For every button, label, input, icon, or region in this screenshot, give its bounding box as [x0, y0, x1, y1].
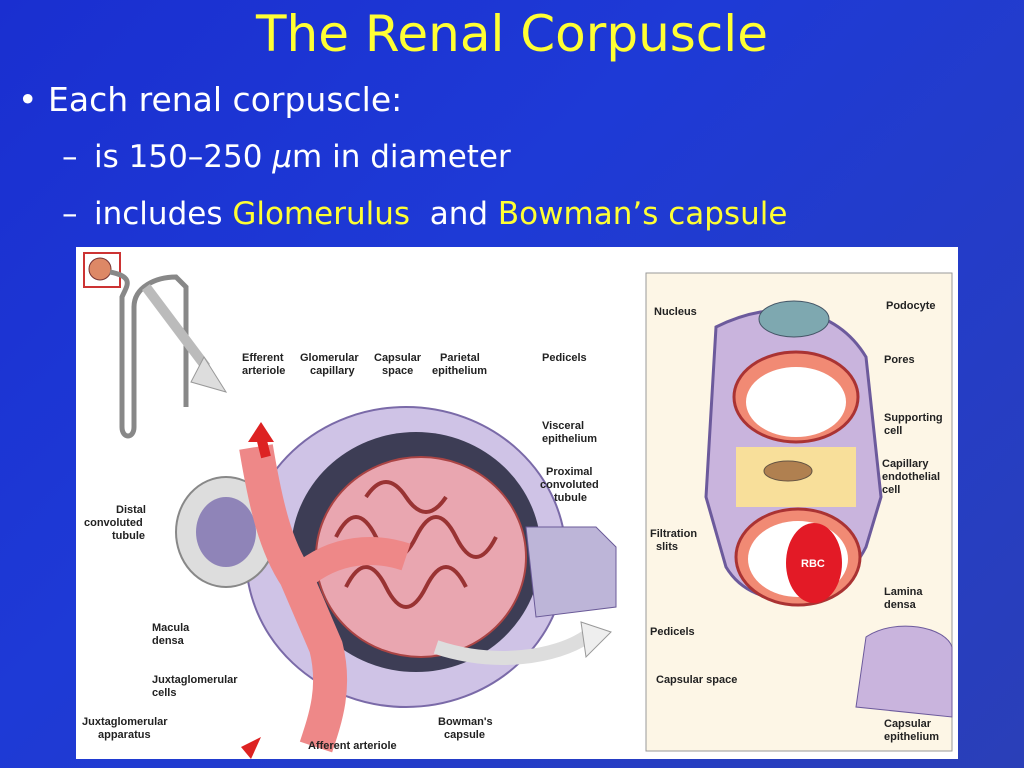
- label-juxta-cells-2: cells: [152, 687, 176, 699]
- label-distal-2: convoluted: [84, 517, 143, 529]
- arterioles-drawing: [239, 422, 411, 759]
- slide-title: The Renal Corpuscle: [256, 5, 768, 63]
- label-macula-1: Macula: [152, 622, 190, 634]
- nephron-thumbnail: [83, 252, 228, 439]
- label-capsular-epi-1: Capsular: [884, 718, 932, 730]
- label-macula-2: densa: [152, 635, 185, 647]
- label-parietal-1: Parietal: [440, 352, 480, 364]
- sub-bullet-includes: –includes Glomerulus and Bowman’s capsul…: [62, 194, 787, 234]
- label-pores: Pores: [884, 354, 915, 366]
- label-capillary-3: cell: [882, 484, 900, 496]
- label-supporting-1: Supporting: [884, 412, 943, 424]
- label-proximal-1: Proximal: [546, 466, 592, 478]
- filtration-membrane-drawing: [704, 300, 953, 718]
- label-lamina-2: densa: [884, 599, 917, 611]
- label-bowman-2: capsule: [444, 729, 485, 741]
- label-lamina-1: Lamina: [884, 586, 923, 598]
- zoom-arrow: [433, 631, 590, 665]
- label-glomerular-2: capillary: [310, 365, 356, 377]
- label-pedicels-right: Pedicels: [650, 626, 695, 638]
- label-capillary-1: Capillary: [882, 458, 929, 470]
- sub2-pre: includes: [94, 196, 233, 232]
- label-bowman-1: Bowman's: [438, 716, 493, 728]
- label-efferent-2: arteriole: [242, 365, 285, 377]
- label-juxta-cells-1: Juxtaglomerular: [152, 674, 238, 686]
- label-visceral-1: Visceral: [542, 420, 584, 432]
- dash-icon: –: [62, 196, 78, 232]
- sub2-mid: and: [410, 196, 498, 232]
- label-visceral-2: epithelium: [542, 433, 597, 445]
- sub1-post: m in diameter: [292, 139, 511, 175]
- label-capsular-1: Capsular: [374, 352, 422, 364]
- label-supporting-2: cell: [884, 425, 902, 437]
- label-capsular-2: space: [382, 365, 413, 377]
- bullet-point: • Each renal corpuscle:: [18, 78, 402, 122]
- label-proximal-2: convoluted: [540, 479, 599, 491]
- label-juxta-app-1: Juxtaglomerular: [82, 716, 168, 728]
- label-proximal-3: tubule: [554, 492, 587, 504]
- label-glomerular-1: Glomerular: [300, 352, 359, 364]
- label-podocyte: Podocyte: [886, 300, 936, 312]
- label-capillary-2: endothelial: [882, 471, 940, 483]
- bowmans-capsule-term: Bowman’s capsule: [497, 196, 788, 232]
- glomerulus-term: Glomerulus: [232, 196, 411, 232]
- label-capsular-epi-2: epithelium: [884, 731, 939, 743]
- label-pedicels-left: Pedicels: [542, 352, 587, 364]
- bullet-dot: •: [18, 80, 38, 119]
- sub-bullet-diameter: –is 150–250 μm in diameter: [62, 137, 511, 177]
- label-juxta-app-2: apparatus: [98, 729, 151, 741]
- label-filtration-2: slits: [656, 541, 678, 553]
- label-efferent-1: Efferent: [242, 352, 284, 364]
- zoom-arrow-head: [580, 621, 612, 659]
- label-afferent: Afferent arteriole: [308, 740, 397, 752]
- label-rbc: RBC: [801, 558, 825, 570]
- sub1-mu: μ: [272, 139, 293, 175]
- dash-icon: –: [62, 139, 78, 175]
- label-capsular-space: Capsular space: [656, 674, 737, 686]
- label-filtration-1: Filtration: [650, 528, 697, 540]
- bullet-text: Each renal corpuscle:: [48, 80, 403, 119]
- sub1-pre: is 150–250: [94, 139, 273, 175]
- label-distal-3: tubule: [112, 530, 145, 542]
- label-nucleus: Nucleus: [654, 306, 697, 318]
- label-distal-1: Distal: [116, 504, 146, 516]
- label-parietal-2: epithelium: [432, 365, 487, 377]
